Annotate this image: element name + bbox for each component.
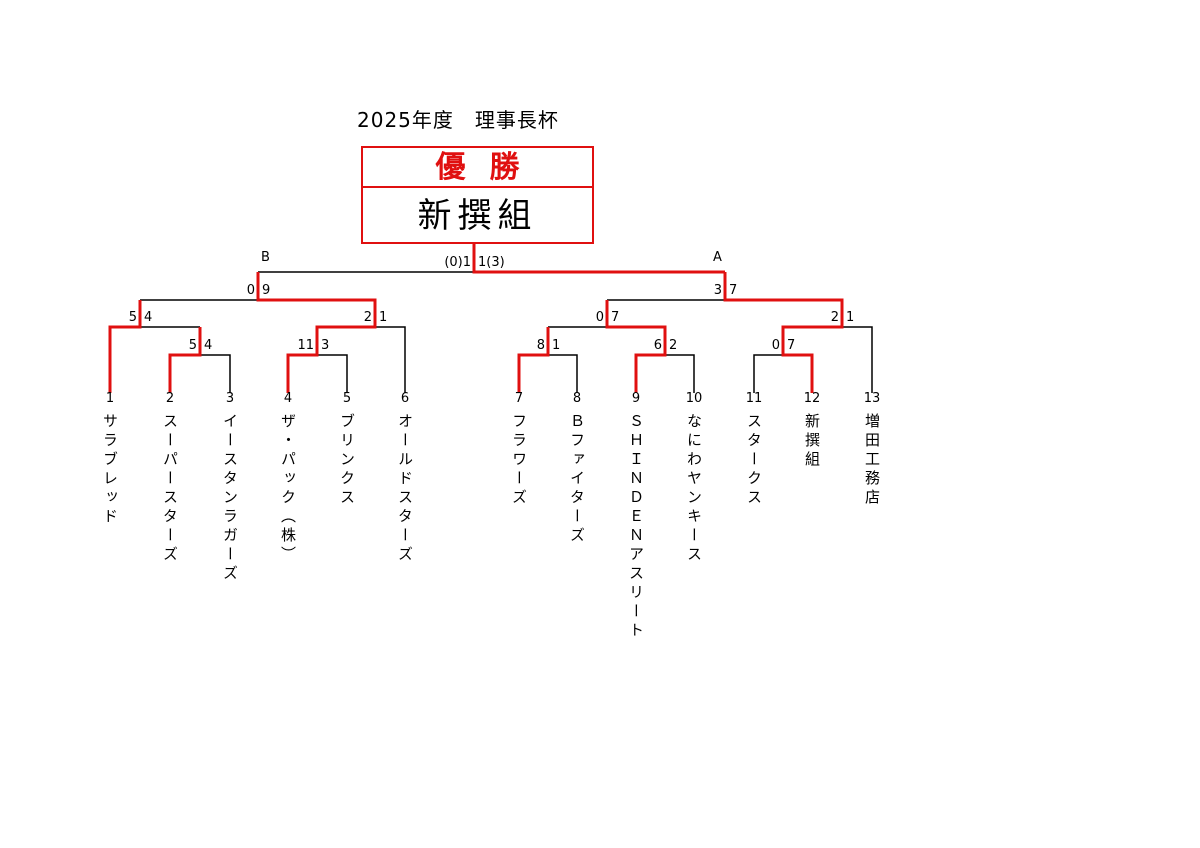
team-number: 11 (745, 391, 763, 406)
team-number: 9 (631, 391, 641, 406)
team-name: オールドスターズ (396, 413, 414, 565)
team-name: 増田工務店 (863, 413, 881, 508)
team-number: 7 (514, 391, 524, 406)
team-number: 8 (572, 391, 582, 406)
score-final-left: (0)1 (444, 255, 471, 270)
score-qf3-left: 0 (595, 310, 604, 325)
team-number: 10 (685, 391, 703, 406)
team-name: イースタンラガーズ (221, 413, 239, 584)
team-number: 12 (803, 391, 821, 406)
bracket-winner-lines (108, 243, 844, 393)
score-qf1-right: 4 (144, 310, 153, 325)
score-r1-7-8-left: 8 (536, 338, 545, 353)
page-title: 2025年度 理事長杯 (357, 108, 559, 132)
score-r1-7-8-right: 1 (552, 338, 561, 353)
r1-10-line (665, 354, 695, 393)
score-r1-2-3-left: 5 (188, 338, 197, 353)
team-name: フラワーズ (510, 413, 528, 508)
team-number: 1 (105, 391, 115, 406)
qf3-win (605, 300, 667, 393)
team-name: ザ・パック（株） (279, 413, 297, 565)
team-number: 13 (863, 391, 881, 406)
block-label-a: A (713, 250, 722, 265)
r1-8-line (548, 354, 578, 393)
score-r1-11-12-left: 0 (771, 338, 780, 353)
score-semi-a-right: 7 (729, 283, 738, 298)
score-semi-b-left: 0 (246, 283, 255, 298)
team-name: ブリンクス (338, 413, 356, 508)
team-name: なにわヤンキース (685, 413, 703, 565)
team-name: スタークス (745, 413, 763, 508)
block-label-b: B (261, 250, 270, 265)
r1-7-win (517, 327, 550, 393)
team-name: 新撰組 (803, 413, 821, 470)
score-r1-11-12-right: 7 (787, 338, 796, 353)
semi-b-win (256, 272, 377, 393)
score-r1-9-10-left: 6 (653, 338, 662, 353)
semi-a-win (723, 272, 844, 393)
r1-5-line (317, 354, 348, 393)
score-qf3-right: 7 (611, 310, 620, 325)
score-qf2-right: 1 (379, 310, 388, 325)
team-name: Ｂファイターズ (568, 413, 586, 546)
score-qf2-left: 2 (363, 310, 372, 325)
r1-11-line (753, 354, 783, 393)
score-r1-2-3-right: 4 (204, 338, 213, 353)
team-name: サラブレッド (101, 413, 119, 527)
champion-team: 新撰組 (417, 196, 538, 236)
team-number: 6 (400, 391, 410, 406)
team-number: 5 (342, 391, 352, 406)
team-number: 3 (225, 391, 235, 406)
score-qf4-right: 1 (846, 310, 855, 325)
score-qf4-left: 2 (830, 310, 839, 325)
score-r1-4-5-right: 3 (321, 338, 330, 353)
score-semi-a-left: 3 (713, 283, 722, 298)
team-number: 4 (283, 391, 293, 406)
final-line-a (472, 243, 725, 274)
r1-3-line (200, 354, 231, 393)
score-qf1-left: 5 (128, 310, 137, 325)
team-name: スーパースターズ (161, 413, 179, 565)
qf2-6-line (375, 326, 406, 393)
champion-box: 優勝 新撰組 (361, 146, 594, 244)
team-name: ＳＨＩＮＤＥＮアスリート (627, 413, 645, 641)
champion-label: 優勝 (363, 148, 592, 188)
r1-2-win (168, 327, 202, 393)
bracket-black-lines (140, 271, 873, 393)
score-r1-4-5-left: 11 (297, 338, 314, 353)
qf1-win (108, 300, 142, 393)
team-number: 2 (165, 391, 175, 406)
score-r1-9-10-right: 2 (669, 338, 678, 353)
score-final-right: 1(3) (478, 255, 505, 270)
score-semi-b-right: 9 (262, 283, 271, 298)
qf4-13-line (842, 326, 873, 393)
